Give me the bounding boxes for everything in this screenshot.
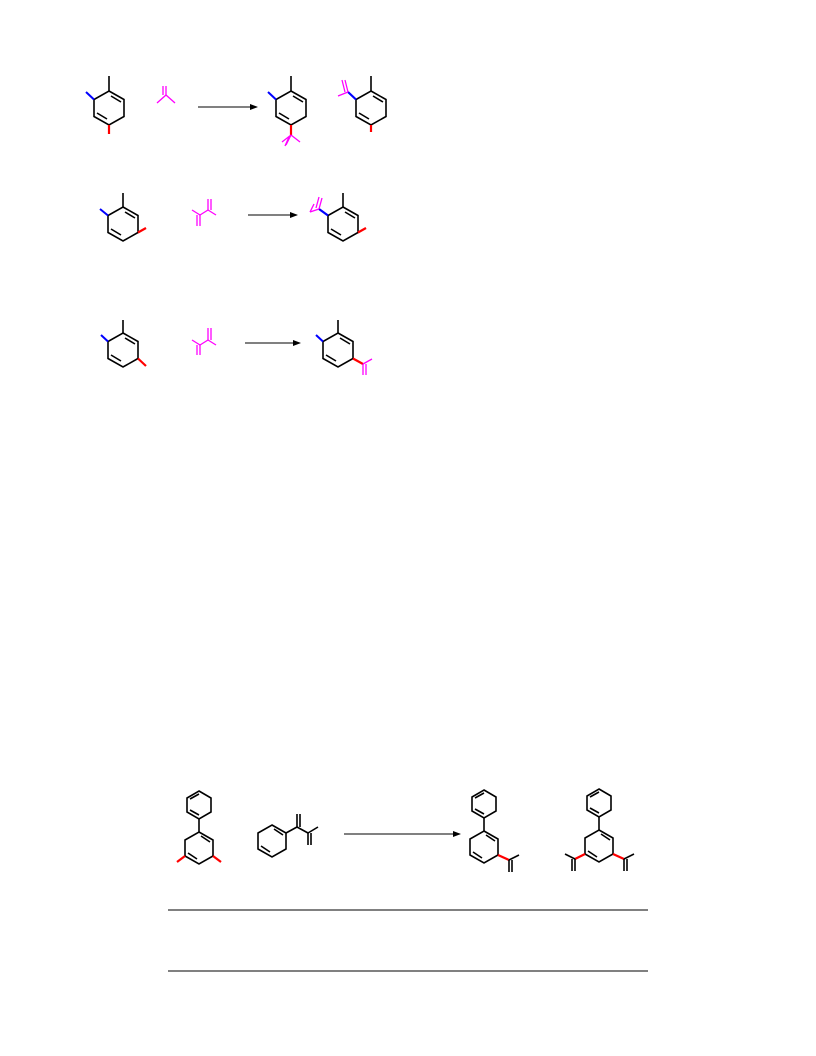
- reagent-1: [156, 86, 176, 104]
- scheme-3: [100, 320, 373, 375]
- blue-bond: [85, 91, 95, 101]
- product-1b: [337, 76, 387, 132]
- scheme-1: [85, 76, 387, 147]
- reactant-arene-1: [85, 76, 125, 134]
- reactant-arene-2: [99, 193, 147, 242]
- scheme-4: [176, 788, 635, 872]
- product-2: [309, 193, 367, 242]
- reagent-styrene-diene: [257, 814, 319, 858]
- reactant-biphenyl: [176, 790, 222, 865]
- reagent-diene-2: [191, 199, 217, 226]
- product-di: [564, 788, 635, 871]
- product-mono: [469, 789, 520, 872]
- reactant-arene-3: [100, 320, 147, 368]
- product-3: [315, 320, 373, 375]
- scheme-2: [99, 193, 367, 242]
- product-1a: [267, 76, 307, 147]
- reagent-diene-3: [191, 328, 217, 355]
